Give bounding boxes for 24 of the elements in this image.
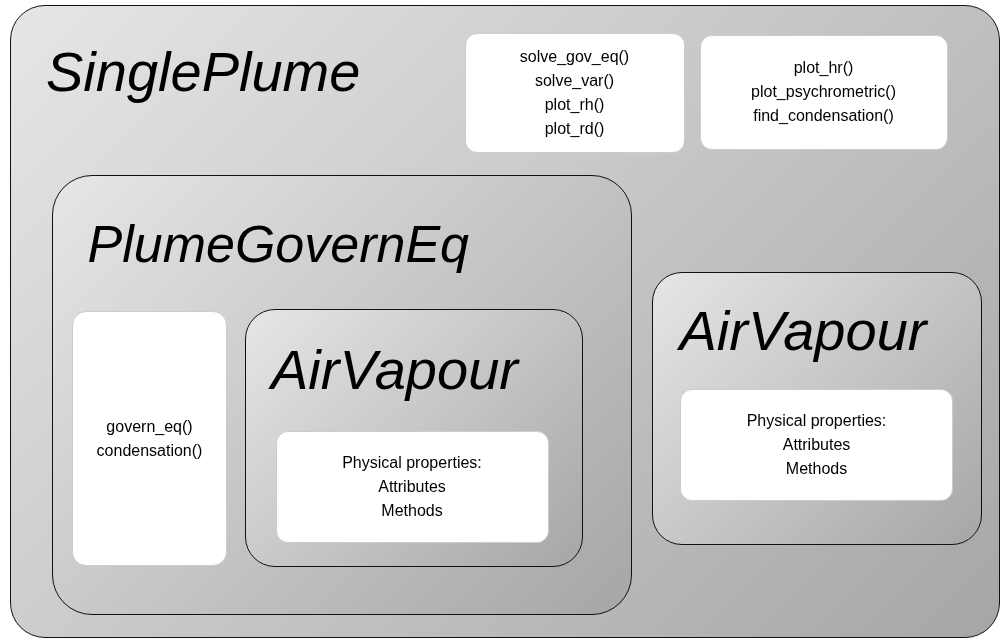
methods-box (275, 430, 549, 543)
member-text: Attributes (782, 435, 851, 455)
member-text: Methods (785, 459, 848, 479)
member-text: Physical properties: (746, 411, 887, 431)
methods-box (680, 389, 953, 501)
member-text: Methods (381, 500, 443, 521)
methods-box (464, 32, 685, 153)
class-box (245, 309, 583, 567)
member-text: condensation() (96, 440, 203, 461)
class-box (651, 271, 982, 545)
member-text: Attributes (378, 476, 446, 497)
member-text: solve_var() (534, 70, 615, 91)
class-box (51, 174, 632, 615)
member-text: plot_psychrometric() (751, 82, 896, 102)
methods-box (699, 34, 948, 150)
member-text: plot_rd() (544, 118, 605, 139)
member-text: find_condensation() (753, 106, 894, 126)
methods-box (72, 311, 227, 566)
member-text: solve_gov_eq() (519, 46, 630, 67)
member-text: plot_hr() (793, 58, 854, 78)
class-box (10, 5, 1000, 638)
member-text: govern_eq() (106, 416, 193, 437)
member-text: plot_rh() (544, 94, 605, 115)
member-text: Physical properties: (342, 452, 482, 473)
